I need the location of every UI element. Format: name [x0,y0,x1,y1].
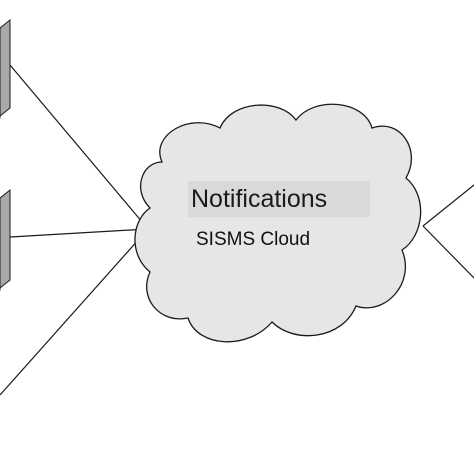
connector-right-lower [422,225,474,279]
notifications-label: Notifications [191,185,327,213]
device-top-side [0,18,11,117]
sisms-cloud-shape [134,103,422,343]
device-middle-side [0,188,11,289]
connector-bottom-device [0,228,149,396]
connector-right-upper [422,184,474,227]
device-top [0,18,11,119]
connector-middle-device [9,229,148,238]
device-middle [0,188,11,291]
sisms-cloud-label: SISMS Cloud [196,229,310,250]
notifications-label-highlight [188,181,370,217]
connector-top-device [9,64,149,230]
